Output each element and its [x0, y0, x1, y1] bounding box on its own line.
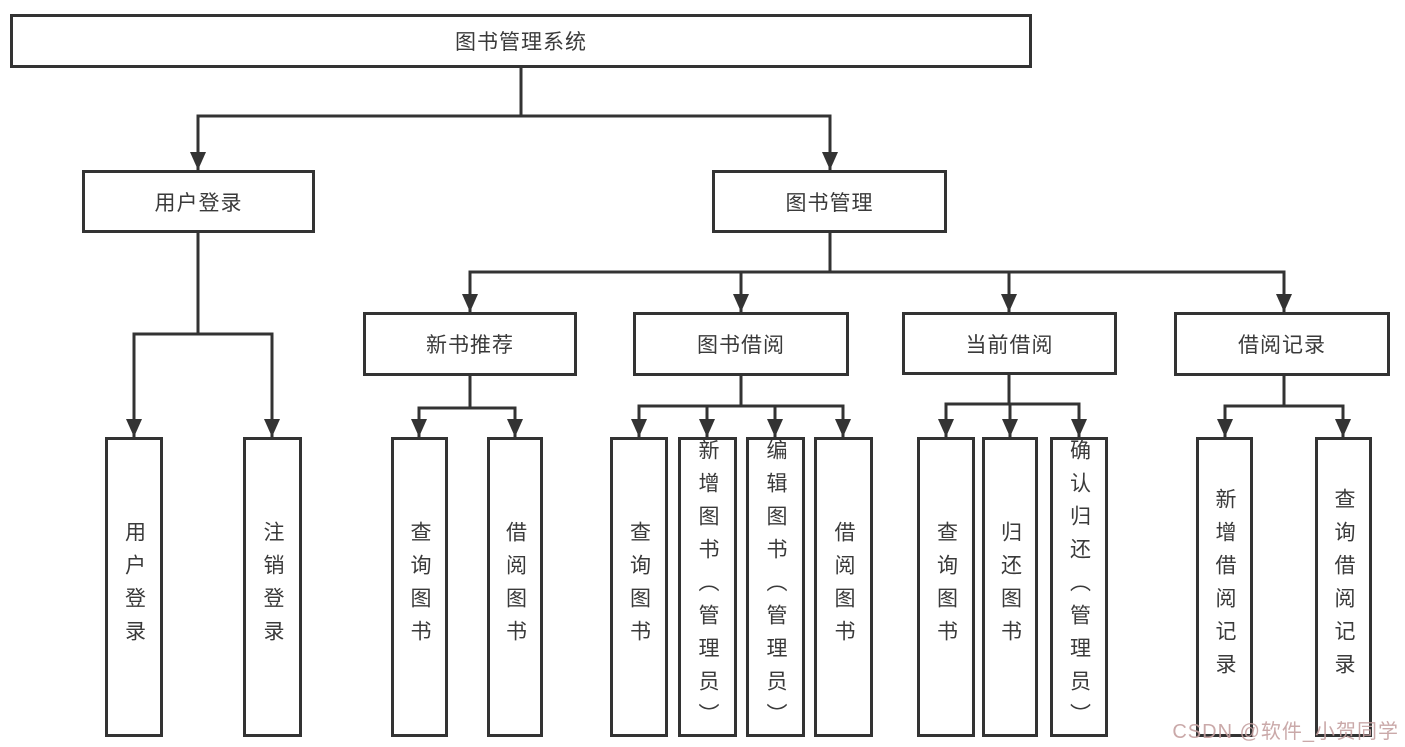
leaf-borrow-edit-books-admin: 编辑图书（管理员）	[746, 437, 805, 737]
leaf-current-return-books-label: 归还图书	[998, 521, 1022, 653]
leaf-borrow-edit-books-admin-label: 编辑图书（管理员）	[764, 438, 787, 736]
node-current-borrow: 当前借阅	[902, 312, 1117, 375]
leaf-logout-label: 注销登录	[261, 521, 284, 653]
leaf-recommend-borrow-books: 借阅图书	[487, 437, 543, 737]
node-book-borrow-label: 图书借阅	[697, 334, 785, 357]
leaf-user-login-label: 用户登录	[122, 521, 146, 653]
node-borrow-records-label: 借阅记录	[1238, 334, 1326, 357]
leaf-borrow-query-books-label: 查询图书	[627, 521, 651, 653]
leaf-current-confirm-return-admin: 确认归还（管理员）	[1050, 437, 1108, 737]
leaf-recommend-query-books-label: 查询图书	[408, 521, 431, 653]
node-current-borrow-label: 当前借阅	[965, 333, 1054, 357]
node-root-label: 图书管理系统	[455, 31, 587, 54]
node-new-book-recommend-label: 新书推荐	[426, 334, 514, 357]
node-root: 图书管理系统	[10, 14, 1032, 68]
leaf-borrow-add-books-admin: 新增图书（管理员）	[678, 437, 737, 737]
leaf-logout: 注销登录	[243, 437, 302, 737]
leaf-borrow-borrow-books-label: 借阅图书	[832, 521, 855, 653]
node-book-management: 图书管理	[712, 170, 947, 233]
leaf-borrow-add-books-admin-label: 新增图书（管理员）	[696, 438, 719, 736]
leaf-records-query: 查询借阅记录	[1315, 437, 1372, 737]
leaf-current-query-books-label: 查询图书	[934, 521, 958, 653]
node-book-borrow: 图书借阅	[633, 312, 849, 376]
node-book-management-label: 图书管理	[785, 191, 874, 215]
leaf-user-login: 用户登录	[105, 437, 163, 737]
leaf-current-return-books: 归还图书	[982, 437, 1038, 737]
leaf-current-query-books: 查询图书	[917, 437, 975, 737]
node-new-book-recommend: 新书推荐	[363, 312, 577, 376]
leaf-records-query-label: 查询借阅记录	[1332, 488, 1355, 686]
leaf-current-confirm-return-admin-label: 确认归还（管理员）	[1067, 438, 1091, 736]
leaf-records-add: 新增借阅记录	[1196, 437, 1253, 737]
leaf-borrow-borrow-books: 借阅图书	[814, 437, 873, 737]
leaf-borrow-query-books: 查询图书	[610, 437, 668, 737]
leaf-records-add-label: 新增借阅记录	[1213, 488, 1236, 686]
node-borrow-records: 借阅记录	[1174, 312, 1390, 376]
node-user-login-label: 用户登录	[154, 191, 243, 215]
leaf-recommend-borrow-books-label: 借阅图书	[503, 521, 527, 653]
csdn-watermark: CSDN @软件_小贺同学	[1172, 721, 1399, 743]
leaf-recommend-query-books: 查询图书	[391, 437, 448, 737]
node-user-login: 用户登录	[82, 170, 315, 233]
